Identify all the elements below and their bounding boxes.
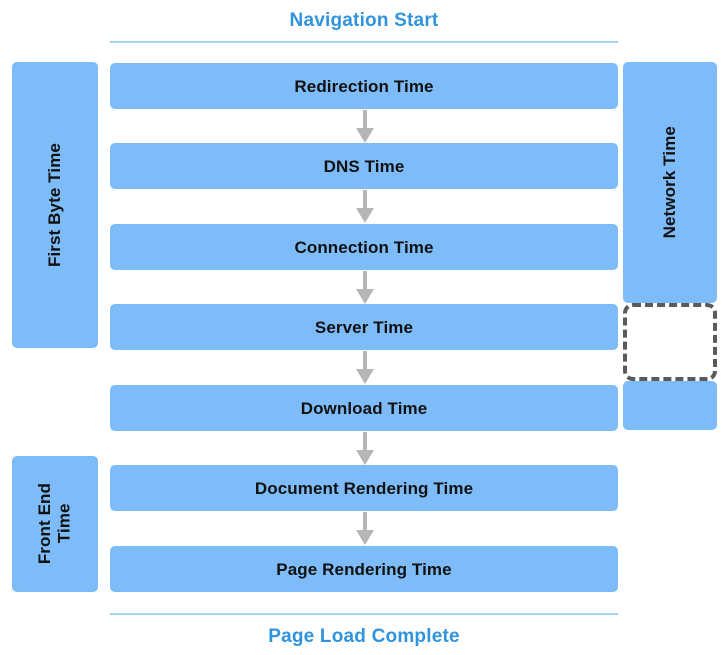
arrow-down-icon bbox=[356, 432, 374, 466]
arrow-head bbox=[356, 128, 374, 143]
navigation-start-label: Navigation Start bbox=[289, 10, 439, 31]
page-load-complete-label: Page Load Complete bbox=[268, 626, 460, 647]
group-network-time: Network Time bbox=[623, 62, 717, 303]
stage-dns-time-label: DNS Time bbox=[323, 156, 405, 176]
stage-connection-time-label: Connection Time bbox=[294, 237, 434, 257]
arrow-shaft bbox=[363, 512, 367, 532]
group-network-time-tail bbox=[623, 381, 717, 430]
arrow-head bbox=[356, 208, 374, 223]
arrow-shaft bbox=[363, 190, 367, 210]
page-load-complete-divider bbox=[110, 613, 618, 615]
arrow-head bbox=[356, 530, 374, 545]
navigation-start-divider bbox=[110, 41, 618, 43]
arrow-down-icon bbox=[356, 110, 374, 144]
stage-dns-time: DNS Time bbox=[110, 143, 618, 189]
stage-document-rendering-time-label: Document Rendering Time bbox=[254, 478, 474, 498]
arrow-head bbox=[356, 450, 374, 465]
arrow-shaft bbox=[363, 110, 367, 130]
stage-server-time: Server Time bbox=[110, 304, 618, 350]
group-front-end-time-label: Front End Time bbox=[35, 483, 74, 565]
arrow-down-icon bbox=[356, 190, 374, 224]
arrow-head bbox=[356, 369, 374, 384]
stage-connection-time: Connection Time bbox=[110, 224, 618, 270]
group-first-byte-time-label: First Byte Time bbox=[45, 142, 65, 267]
stage-download-time-label: Download Time bbox=[300, 398, 428, 418]
stage-page-rendering-time: Page Rendering Time bbox=[110, 546, 618, 592]
arrow-down-icon bbox=[356, 512, 374, 546]
arrow-shaft bbox=[363, 271, 367, 291]
arrow-down-icon bbox=[356, 351, 374, 385]
arrow-head bbox=[356, 289, 374, 304]
stage-document-rendering-time: Document Rendering Time bbox=[110, 465, 618, 511]
stage-redirection-time: Redirection Time bbox=[110, 63, 618, 109]
arrow-shaft bbox=[363, 351, 367, 371]
stage-page-rendering-time-label: Page Rendering Time bbox=[276, 559, 452, 579]
arrow-down-icon bbox=[356, 271, 374, 305]
stage-download-time: Download Time bbox=[110, 385, 618, 431]
group-network-time-label: Network Time bbox=[660, 126, 680, 239]
dashed-placeholder-box bbox=[623, 303, 717, 381]
group-first-byte-time: First Byte Time bbox=[12, 62, 98, 348]
group-front-end-time: Front End Time bbox=[12, 456, 98, 592]
arrow-shaft bbox=[363, 432, 367, 452]
stage-redirection-time-label: Redirection Time bbox=[294, 76, 434, 96]
stage-server-time-label: Server Time bbox=[314, 317, 414, 337]
